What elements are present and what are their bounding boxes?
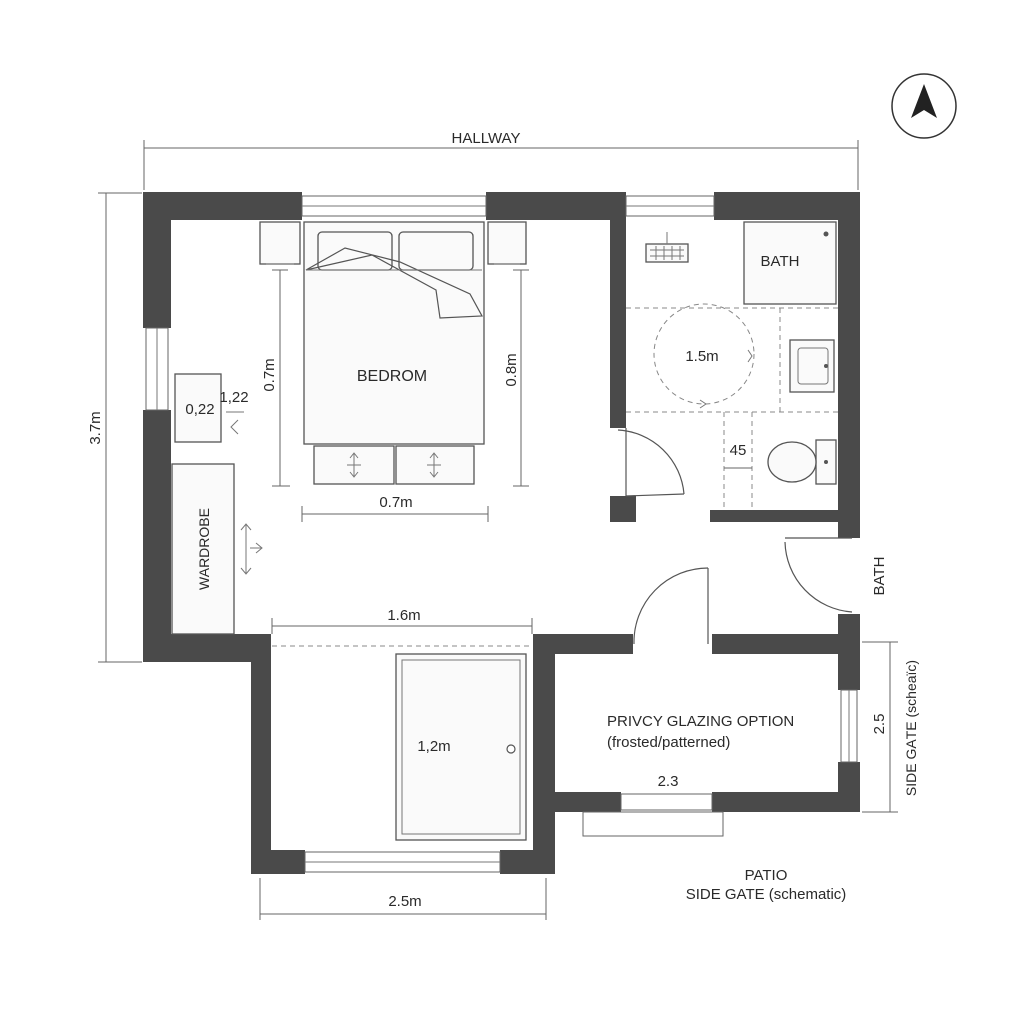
wardrobe [171,463,263,635]
walls [143,192,860,874]
sink [789,339,835,393]
privacy-glazing-sublabel: (frosted/patterned) [607,734,730,751]
hallway-dimension [143,140,859,190]
bed-drawers [313,445,475,485]
side-table-dimension-a: 0,22 [185,401,214,418]
patio-height-dimension: 2.5 [871,714,888,735]
bathtub [743,221,837,305]
bottom-width-label: 2.5m [388,893,421,910]
lower-width-dimension [271,618,533,647]
toilet-dimension: 45 [730,442,747,459]
windows [145,195,858,873]
bath-door[interactable] [617,428,685,497]
privacy-glazing-label: PRIVCY GLAZING OPTION [607,713,794,730]
bottom-width-dimension [259,878,547,920]
toilet [767,439,837,485]
hallway-label: HALLWAY [452,130,521,147]
shower-circle-dimension: 1.5m [685,348,718,365]
side-gate-label: SIDE GATE (schematic) [686,886,847,903]
height-dimension-label: 3.7m [87,411,104,444]
bed-right-dimension: 0.8m [503,353,520,386]
bath-dashed-zones [626,303,838,510]
side-bath-door[interactable] [784,537,853,613]
nightstands [259,221,527,265]
bed-left-dimension: 0.7m [261,358,278,391]
patio-width-dimension: 2.3 [658,773,679,790]
bed-dimension-lines [272,269,529,522]
wardrobe-label: WARDROBE [196,508,212,590]
patio-door[interactable] [633,567,709,645]
bath-top-label: BATH [761,253,800,270]
side-table-dimension-b: 1,22 [219,389,248,406]
height-dimension-line [98,192,142,663]
north-arrow-icon [891,73,957,139]
shower-head-icon [645,232,689,263]
lower-width-label: 1.6m [387,607,420,624]
closet-cabinet[interactable] [395,653,527,841]
closet-dimension: 1,2m [417,738,450,755]
patio-label: PATIO [745,867,788,884]
bedroom-label: BEDROM [357,368,427,385]
bed [303,221,485,445]
side-gate-right-label: SIDE GAТE (schеaїc) [903,660,919,796]
bed-width-dimension: 0.7m [379,494,412,511]
patio-height-dimension-line [862,641,898,813]
side-table [174,373,244,443]
bath-side-label: BATH [871,557,888,596]
